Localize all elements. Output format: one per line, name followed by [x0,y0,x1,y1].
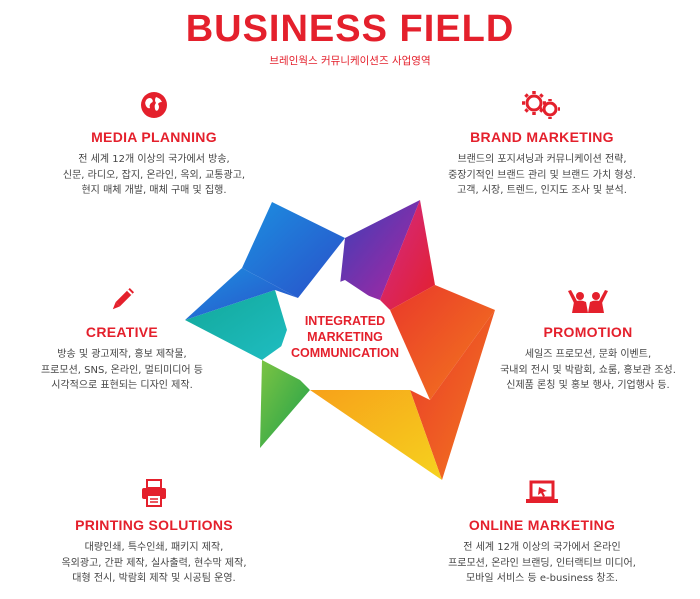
wheel-blade-cyan [185,268,298,320]
page-subtitle: 브레인웍스 커뮤니케이션즈 사업영역 [269,55,431,67]
integrated-marketing-label: INTEGRATED MARKETING COMMUNICATION [255,313,435,361]
media-planning-title: MEDIA PLANNING [91,129,217,145]
online-marketing-description: 전 세계 12개 이상의 국가에서 온라인 프로모션, 온라인 브랜딩, 인터랙… [412,540,672,587]
brand-marketing-description: 브랜드의 포지셔닝과 커뮤니케이션 전략, 중장기적인 브랜드 관리 및 브랜드… [412,152,672,199]
center-line: INTEGRATED [304,314,386,328]
gears-icon [522,91,560,119]
wheel-blade-magenta [380,200,435,310]
integrated-marketing-wheel [185,200,495,480]
wheel-blade-deep-orange [410,310,495,480]
brand-marketing-section: BRAND MARKETING 브랜드의 포지셔닝과 커뮤니케이션 전략, 중장… [412,90,672,199]
online-marketing-title: ONLINE MARKETING [468,517,616,533]
desc-line: 전 세계 12개 이상의 국가에서 온라인 [463,542,621,553]
desc-line: 전 세계 12개 이상의 국가에서 방송, [78,154,230,165]
desc-line: 프로모션, 온라인 브랜딩, 인터랙티브 미디어, [448,557,636,569]
online-marketing-section: ONLINE MARKETING 전 세계 12개 이상의 국가에서 온라인 프… [412,478,672,587]
globe-icon [141,92,167,118]
desc-line: 시각적으로 표현되는 디자인 제작. [51,380,193,391]
promotion-section: PROMOTION 세일즈 프로모션, 문화 이벤트, 국내외 전시 및 박람회… [458,285,700,394]
creative-description: 방송 및 광고제작, 홍보 제작물, 프로모션, SNS, 온라인, 멀티미디어… [0,347,252,394]
desc-line: 신제품 론칭 및 홍보 행사, 기업행사 등. [506,380,670,391]
creative-title: CREATIVE [85,324,159,340]
center-line: COMMUNICATION [290,346,400,360]
page-title: BUSINESS FIELD [185,8,515,50]
printer-icon [142,479,166,507]
wheel-center [280,280,402,390]
desc-line: 대량인쇄, 특수인쇄, 패키지 제작, [84,542,224,553]
wheel-blade-blue [242,202,345,298]
promotion-title: PROMOTION [543,324,633,340]
wheel-blade-green [260,360,310,448]
desc-line: 모바일 서비스 등 e-business 창조. [465,573,619,584]
desc-line: 현지 매체 개발, 매체 구매 및 집행. [81,185,227,196]
wheel-blade-orange [390,285,495,400]
desc-line: 신문, 라디오, 잡지, 온라인, 옥외, 교통광고, [62,169,246,181]
desc-line: 프로모션, SNS, 온라인, 멀티미디어 등 [40,364,204,376]
desc-line: 브랜드의 포지셔닝과 커뮤니케이션 전략, [457,154,627,165]
desc-line: 세일즈 프로모션, 문화 이벤트, [524,349,652,360]
brand-marketing-title: BRAND MARKETING [470,129,614,145]
pencil-icon [112,287,135,310]
media-planning-description: 전 세계 12개 이상의 국가에서 방송, 신문, 라디오, 잡지, 온라인, … [24,152,284,199]
desc-line: 고객, 시장, 트렌드, 인지도 조사 및 분석. [457,185,627,196]
printing-solutions-title: PRINTING SOLUTIONS [75,517,233,533]
wheel-blade-teal [185,290,290,360]
desc-line: 중장기적인 브랜드 관리 및 브랜드 가치 형성. [448,169,636,181]
printing-solutions-description: 대량인쇄, 특수인쇄, 패키지 제작, 옥외광고, 간판 제작, 실사출력, 현… [24,540,284,587]
desc-line: 옥외광고, 간판 제작, 실사출력, 현수막 제작, [61,557,247,569]
center-line: MARKETING [307,330,383,344]
people-cheering-icon [568,290,608,313]
desc-line: 방송 및 광고제작, 홍보 제작물, [57,349,187,360]
printing-solutions-section: PRINTING SOLUTIONS 대량인쇄, 특수인쇄, 패키지 제작, 옥… [24,478,284,587]
media-planning-section: MEDIA PLANNING 전 세계 12개 이상의 국가에서 방송, 신문,… [24,90,284,199]
desc-line: 국내외 전시 및 박람회, 쇼룸, 홍보관 조성. [500,364,676,376]
promotion-description: 세일즈 프로모션, 문화 이벤트, 국내외 전시 및 박람회, 쇼룸, 홍보관 … [458,347,700,394]
wheel-blade-yellow [310,390,442,480]
wheel-blade-purple [340,200,420,300]
desc-line: 대형 전시, 박람회 제작 및 시공팀 운영. [72,573,236,584]
creative-section: CREATIVE 방송 및 광고제작, 홍보 제작물, 프로모션, SNS, 온… [0,285,252,394]
laptop-icon [526,480,558,503]
